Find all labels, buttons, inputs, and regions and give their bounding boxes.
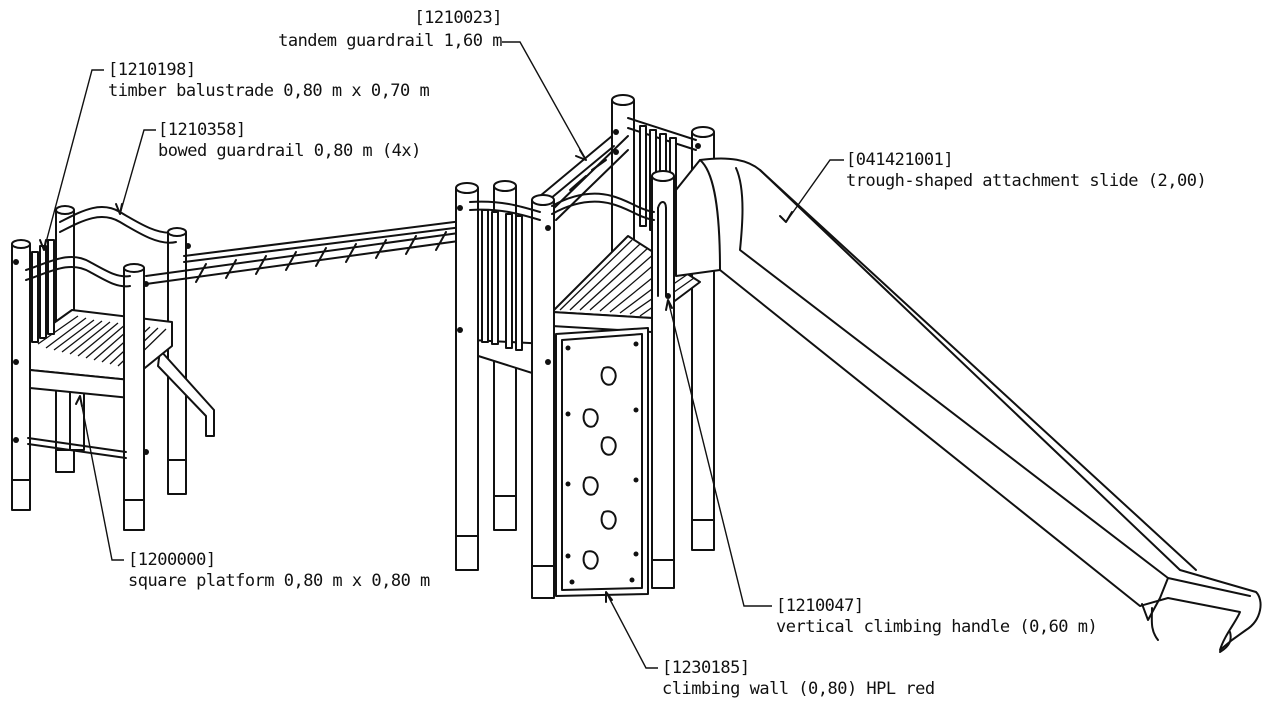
climbing-wall (555, 327, 649, 597)
left-front-post-right (123, 267, 145, 531)
label-climbing-handle: [1210047] vertical climbing handle (0,60… (776, 596, 1098, 637)
label-bowed-guardrail: [1210358] bowed guardrail 0,80 m (4x) (158, 120, 421, 161)
label-timber-balustrade: [1210198] timber balustrade 0,80 m x 0,7… (108, 60, 430, 101)
leader-square-platform (79, 395, 124, 561)
attachment-slide (675, 157, 1262, 653)
leader-bowed-guardrail (119, 129, 156, 215)
label-tandem-guardrail: tandem guardrail 1,60 m (278, 31, 502, 51)
tandem-guardrail (539, 117, 697, 221)
label-square-platform: [1200000] square platform 0,80 m x 0,80 … (128, 550, 430, 591)
vertical-climbing-handle (657, 207, 667, 297)
left-tower-ramp (157, 349, 215, 437)
right-tower-corner-post (531, 199, 555, 599)
climbing-hold (582, 366, 617, 570)
bowed-guardrail-front (25, 255, 131, 278)
left-tower (11, 205, 215, 531)
leader-lines (39, 41, 844, 669)
leader-timber-balustrade (43, 69, 104, 251)
timber-balustrade (31, 239, 55, 343)
left-front-post (11, 243, 31, 511)
monkey-bar-bridge (145, 219, 471, 285)
right-tower (455, 94, 715, 599)
label-tandem-guardrail-code: [1210023] (414, 8, 502, 28)
right-tower-wall-post (651, 175, 675, 589)
leader-attachment-slide (785, 159, 844, 223)
leader-tandem-guardrail (502, 41, 587, 161)
right-tower-front-post (455, 187, 479, 571)
leader-climbing-wall (605, 591, 658, 669)
label-climbing-wall: [1230185] climbing wall (0,80) HPL red (662, 658, 935, 699)
leader-climbing-handle (667, 299, 772, 607)
label-attachment-slide: [041421001] trough-shaped attachment sli… (846, 150, 1207, 191)
